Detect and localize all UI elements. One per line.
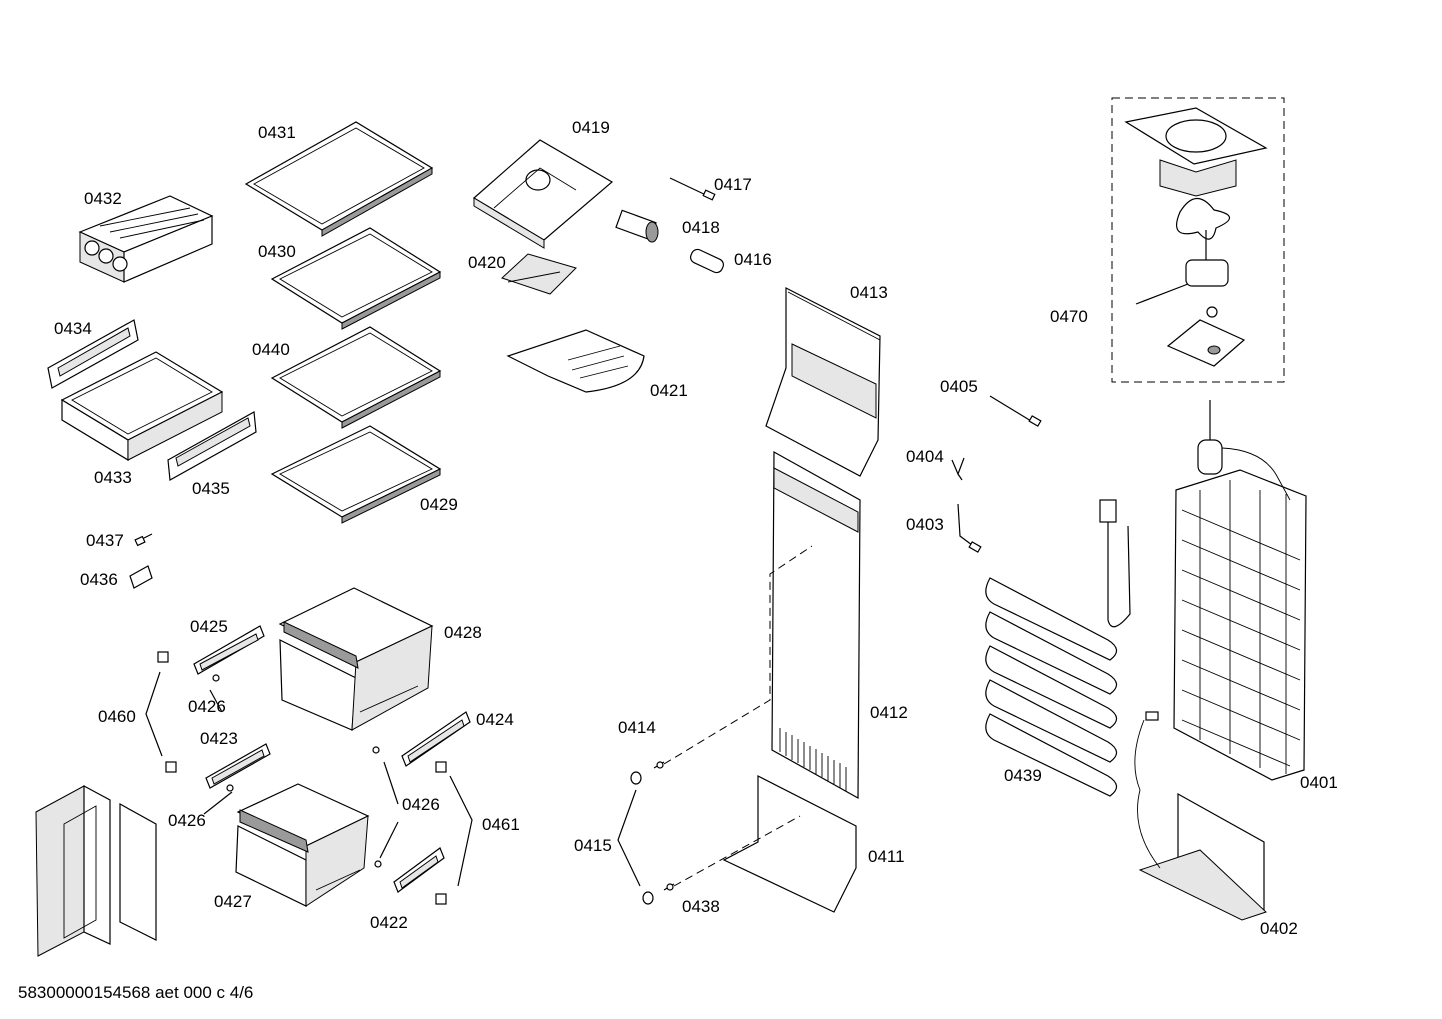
label-0437: 0437 — [86, 531, 124, 550]
label-0423: 0423 — [200, 729, 238, 748]
part-labels: 0431 0419 0417 0432 0418 0430 0420 0416 … — [54, 118, 1338, 938]
bottom-cover-0411 — [722, 775, 857, 913]
label-0419: 0419 — [572, 118, 610, 137]
clip-0461 — [435, 761, 473, 905]
cap-0436 — [129, 565, 153, 589]
defrost-heater-0439 — [985, 499, 1131, 797]
door-bin — [35, 784, 157, 957]
rail-0434 — [47, 319, 139, 389]
evaporator-0401 — [1173, 400, 1307, 781]
air-duct-0413 — [765, 287, 881, 477]
sensor-0405 — [989, 395, 1042, 427]
label-0439: 0439 — [1004, 766, 1042, 785]
label-0422: 0422 — [370, 913, 408, 932]
label-0435: 0435 — [192, 479, 230, 498]
label-0404: 0404 — [906, 447, 944, 466]
clip-0460 — [145, 651, 177, 773]
label-0420: 0420 — [468, 253, 506, 272]
diffuser-0420 — [501, 253, 577, 295]
plug-0415 — [630, 771, 654, 905]
rail-0435 — [167, 411, 257, 481]
label-0414: 0414 — [618, 718, 656, 737]
rail-0422 — [393, 847, 445, 893]
label-0430: 0430 — [258, 242, 296, 261]
label-0415: 0415 — [574, 836, 612, 855]
label-0405: 0405 — [940, 377, 978, 396]
label-0417: 0417 — [714, 175, 752, 194]
shelf-0429 — [270, 425, 442, 524]
shelf-0431 — [244, 121, 434, 237]
label-0411: 0411 — [868, 847, 905, 866]
sensor-0417 — [669, 177, 716, 201]
tray-0433 — [60, 351, 224, 462]
label-0426: 0426 — [168, 811, 206, 830]
rail-0424 — [401, 711, 471, 767]
label-0460: 0460 — [98, 707, 136, 726]
fan-assembly-0470 — [1111, 97, 1285, 383]
label-0461: 0461 — [482, 815, 520, 834]
label-0470: 0470 — [1050, 307, 1088, 326]
document-footer: 58300000154568 aet 000 c 4/6 — [18, 983, 253, 1002]
label-0434: 0434 — [54, 319, 92, 338]
label-0427: 0427 — [214, 892, 252, 911]
clip-0437 — [134, 533, 153, 547]
clip-0404 — [951, 457, 965, 481]
screw-0438 — [663, 883, 675, 891]
cover-0421 — [506, 329, 645, 393]
crisper-drawer-0427 — [235, 783, 370, 907]
rail-0425 — [193, 625, 265, 675]
label-0416: 0416 — [734, 250, 772, 269]
egg-tray-0432 — [78, 195, 214, 283]
bulb-0416 — [690, 248, 724, 274]
label-0424: 0424 — [476, 710, 514, 729]
label-0432: 0432 — [84, 189, 122, 208]
label-0429: 0429 — [420, 495, 458, 514]
label-0438: 0438 — [682, 897, 720, 916]
label-0401: 0401 — [1300, 773, 1338, 792]
socket-0418 — [615, 209, 659, 243]
shelf-0440 — [270, 326, 442, 429]
label-0412: 0412 — [870, 703, 908, 722]
label-0426: 0426 — [188, 697, 226, 716]
drip-tray-0402 — [1134, 711, 1267, 921]
label-0436: 0436 — [80, 570, 118, 589]
label-0413: 0413 — [850, 283, 888, 302]
label-0425: 0425 — [190, 617, 228, 636]
crisper-drawer-0428 — [278, 587, 434, 731]
label-0426: 0426 — [402, 795, 440, 814]
vent-grille — [779, 728, 847, 791]
label-0403: 0403 — [906, 515, 944, 534]
sensor-0403 — [957, 503, 982, 553]
light-housing-0419 — [472, 139, 614, 249]
label-0418: 0418 — [682, 218, 720, 237]
label-0421: 0421 — [650, 381, 688, 400]
label-0431: 0431 — [258, 123, 296, 142]
screw-0426 — [212, 674, 382, 868]
label-0428: 0428 — [444, 623, 482, 642]
label-0433: 0433 — [94, 468, 132, 487]
label-0440: 0440 — [252, 340, 290, 359]
label-0402: 0402 — [1260, 919, 1298, 938]
screw-0414 — [653, 761, 665, 769]
shelf-0430 — [270, 227, 442, 330]
back-panel-0412 — [771, 450, 861, 800]
rail-0423 — [205, 743, 271, 789]
